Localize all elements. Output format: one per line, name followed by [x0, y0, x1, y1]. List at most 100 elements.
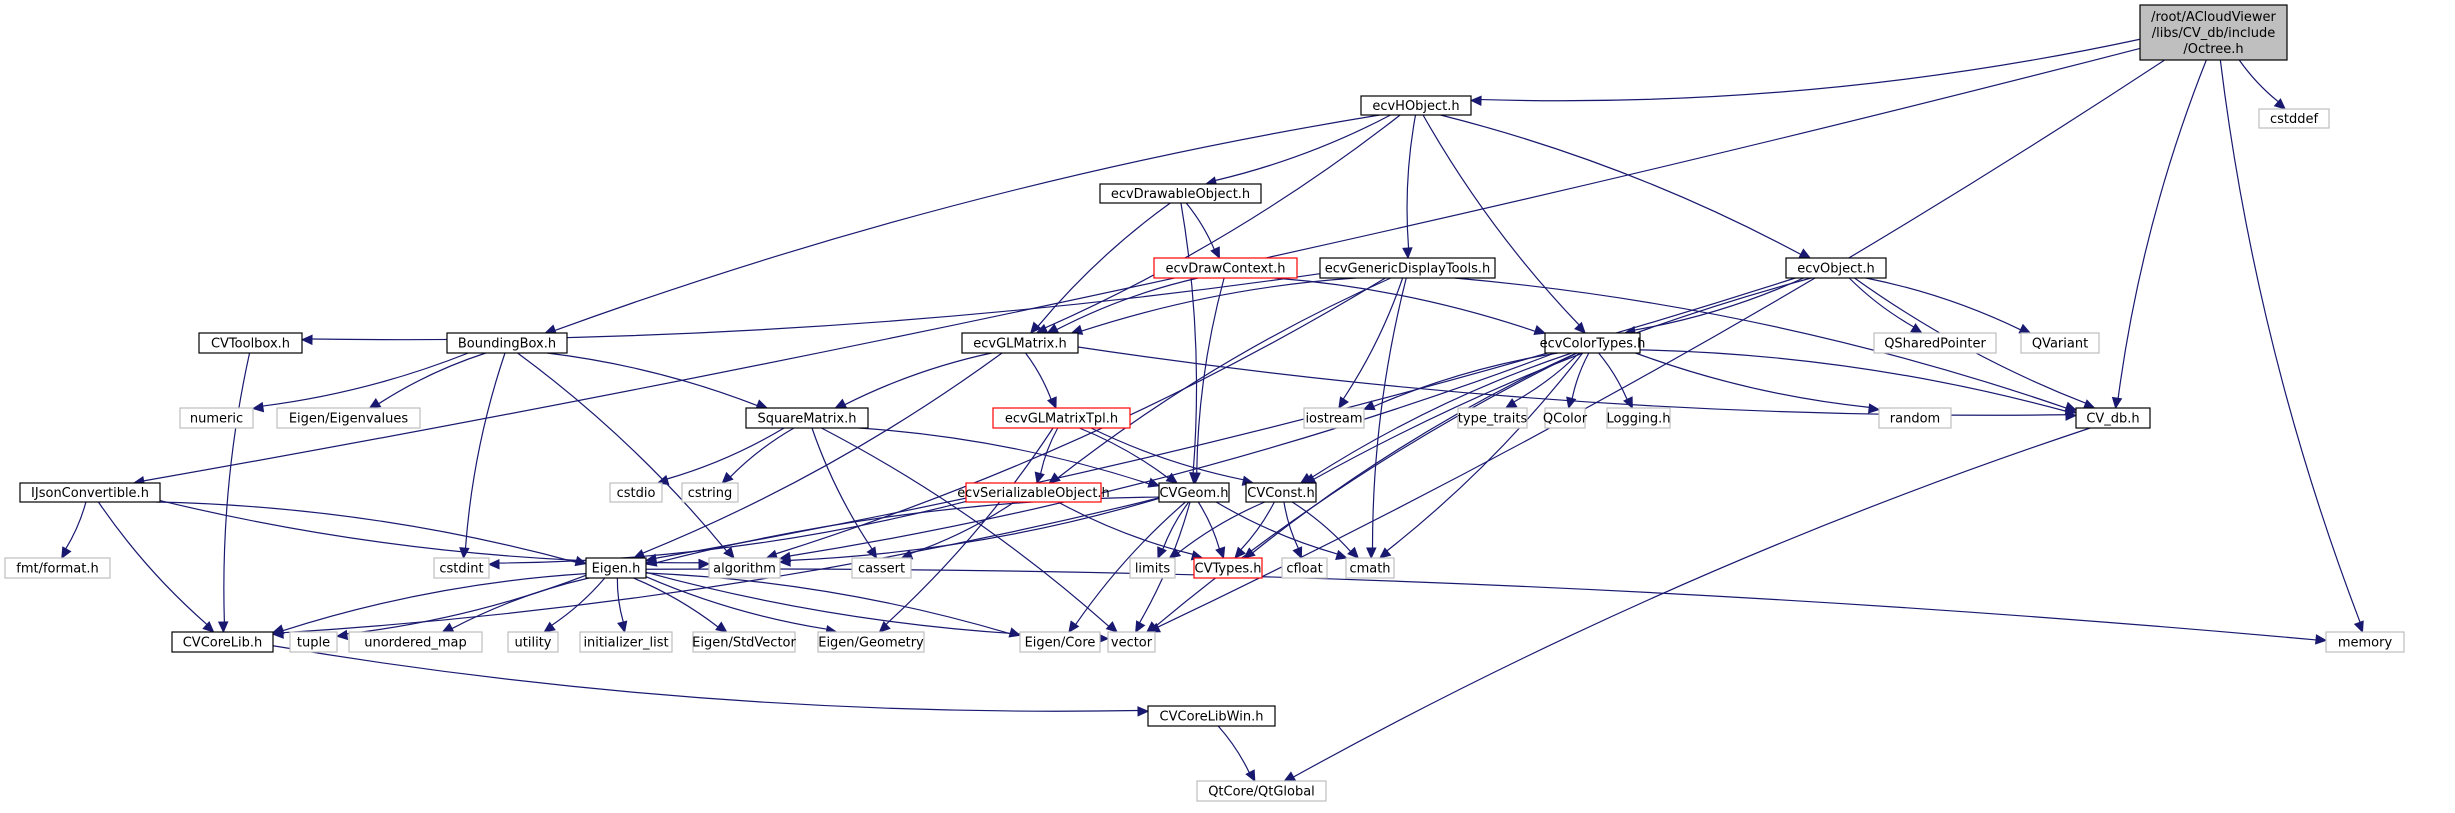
edge-ecvColorTypes-to-vector: [1154, 352, 1578, 628]
arrowhead-cmath: [1366, 547, 1377, 560]
node-label: ecvGLMatrix.h: [973, 337, 1066, 352]
edge-ecvGenericDisplayTools-to-CV_db: [1454, 277, 2067, 409]
node-label: /libs/CV_db/include: [2152, 26, 2275, 41]
edge-ecvColorTypes-to-iostream: [1373, 352, 1559, 408]
node-label: ecvHObject.h: [1372, 99, 1459, 114]
arrowhead-EigenCore: [1068, 620, 1080, 633]
edge-ecvObject-to-QVariant: [1865, 277, 2021, 331]
edge-BoundingBox-to-algorithm: [517, 352, 728, 552]
arrowhead-ecvGLMatrix: [1029, 321, 1042, 334]
node-label: Eigen/Core: [1025, 636, 1096, 651]
edge-ecvDrawContext-to-CVGeom: [1196, 277, 1225, 474]
edge-SquareMatrix-to-cstdio: [666, 427, 785, 480]
node-box: [2325, 631, 2405, 653]
node-CVCoreLibWin[interactable]: CVCoreLibWin.h: [1147, 705, 1276, 727]
node-ecvHObject[interactable]: ecvHObject.h: [1360, 95, 1472, 116]
arrowhead-QColor: [1566, 396, 1577, 410]
node-CV_db[interactable]: CV_db.h: [2075, 407, 2151, 429]
node-CVGeom[interactable]: CVGeom.h: [1158, 482, 1230, 503]
edge-ecvColorTypes-to-QColor: [1571, 352, 1590, 399]
edge-Eigen-to-EigenCore: [645, 572, 1011, 635]
edge-ecvDrawableObject-to-ecvGLMatrix: [1037, 202, 1171, 327]
arrowhead-ecvObject: [1798, 248, 1812, 259]
node-label: cmath: [1349, 562, 1390, 577]
edge-ecvGLMatrix-to-ecvGLMatrixTpl: [1025, 352, 1052, 400]
node-IJsonConvertible[interactable]: IJsonConvertible.h: [19, 482, 161, 503]
arrowhead-algorithm: [723, 546, 735, 559]
edge-SquareMatrix-to-cassert: [811, 427, 873, 550]
node-box: [1196, 780, 1327, 802]
edge-ecvHObject-to-ecvColorTypes: [1422, 114, 1580, 326]
node-box: [2075, 407, 2151, 429]
arrowhead-CVToolbox: [300, 334, 313, 346]
edge-CVGeom-to-limits: [1162, 501, 1190, 550]
arrowhead-CVGeom: [1165, 472, 1179, 484]
node-CVConst[interactable]: CVConst.h: [1245, 482, 1317, 503]
node-box: [171, 631, 274, 653]
arrowhead-EigenEigenvalues: [368, 397, 382, 409]
arrowhead-cmath: [1347, 546, 1360, 559]
node-ecvGLMatrixTpl[interactable]: ecvGLMatrixTpl.h: [992, 407, 1131, 429]
arrowhead-random: [1867, 403, 1881, 414]
edge-CVGeom-to-cmath: [1215, 501, 1338, 555]
node-label: utility: [515, 636, 552, 651]
node-iostream: iostream: [1303, 407, 1365, 429]
node-label: memory: [2338, 636, 2393, 651]
node-label: algorithm: [713, 562, 776, 577]
edge-CVConst-to-CVTypes: [1240, 501, 1275, 551]
edge-ecvSerializableObject-to-cstdint: [498, 500, 967, 564]
arrowhead-limits: [1168, 547, 1182, 559]
edge-octree-to-memory: [2219, 59, 2361, 623]
node-box: [1107, 631, 1156, 653]
node-ecvColorTypes[interactable]: ecvColorTypes.h: [1540, 332, 1646, 354]
node-CVCoreLib[interactable]: CVCoreLib.h: [171, 631, 274, 653]
arrowhead-ecvGLMatrixTpl: [1047, 396, 1057, 410]
edge-CVCoreLib-to-CVCoreLibWin: [272, 645, 1139, 712]
node-EigenEigenvalues: Eigen/Eigenvalues: [276, 407, 421, 429]
node-label: cfloat: [1286, 562, 1322, 577]
arrowhead-unordered_map: [441, 622, 455, 633]
edge-ecvDrawContext-to-ecvColorTypes: [1274, 277, 1536, 332]
node-box: [289, 631, 338, 653]
node-octree: /root/ACloudViewer/libs/CV_db/include/Oc…: [2139, 4, 2288, 61]
edge-Eigen-to-unordered_map: [451, 577, 590, 630]
node-ecvGenericDisplayTools[interactable]: ecvGenericDisplayTools.h: [1319, 257, 1496, 279]
node-ecvDrawableObject[interactable]: ecvDrawableObject.h: [1099, 183, 1262, 204]
node-ecvDrawContext[interactable]: ecvDrawContext.h: [1153, 257, 1298, 279]
node-cstring: cstring: [681, 482, 739, 503]
node-label: ecvDrawableObject.h: [1111, 187, 1250, 202]
edge-octree-to-cstddef: [2238, 59, 2279, 103]
node-box: [965, 482, 1102, 503]
node-box: [585, 557, 647, 579]
node-ecvGLMatrix[interactable]: ecvGLMatrix.h: [961, 332, 1079, 354]
node-box: [1153, 257, 1298, 279]
edge-Eigen-to-vector: [645, 571, 1099, 638]
arrowhead-QtGlobal: [1245, 769, 1256, 783]
node-CVToolbox[interactable]: CVToolbox.h: [198, 332, 303, 354]
edge-CVGeom-to-CVTypes: [1197, 501, 1220, 550]
node-SquareMatrix[interactable]: SquareMatrix.h: [745, 407, 869, 429]
arrowhead-vector: [1105, 621, 1118, 633]
node-CVTypes[interactable]: CVTypes.h: [1193, 557, 1263, 579]
node-label: type_traits: [1458, 412, 1528, 427]
node-label: cassert: [858, 562, 905, 577]
node-tuple: tuple: [289, 631, 338, 653]
node-box: [1873, 332, 1997, 354]
node-BoundingBox[interactable]: BoundingBox.h: [446, 332, 568, 354]
node-ecvObject[interactable]: ecvObject.h: [1785, 257, 1887, 279]
edge-ecvHObject-to-BoundingBox: [554, 114, 1380, 332]
edge-ecvObject-to-QSharedPointer: [1848, 277, 1915, 328]
node-ecvSerializableObject[interactable]: ecvSerializableObject.h: [957, 482, 1110, 503]
edge-ecvGLMatrixTpl-to-ecvSerializableObject: [1040, 427, 1059, 474]
edge-Eigen-to-EigenGeometry: [645, 576, 828, 630]
edge-IJsonConvertible-to-CVCoreLib: [97, 501, 208, 625]
arrowhead-CVGeom: [1190, 472, 1201, 485]
edge-CVGeom-to-algorithm: [789, 497, 1160, 561]
node-box: [1129, 557, 1176, 579]
arrowhead-cstddef: [2273, 98, 2287, 110]
node-Eigen[interactable]: Eigen.h: [585, 557, 647, 579]
node-box: [19, 482, 161, 503]
node-label: /Octree.h: [2183, 42, 2243, 57]
node-type_traits: type_traits: [1457, 407, 1528, 429]
